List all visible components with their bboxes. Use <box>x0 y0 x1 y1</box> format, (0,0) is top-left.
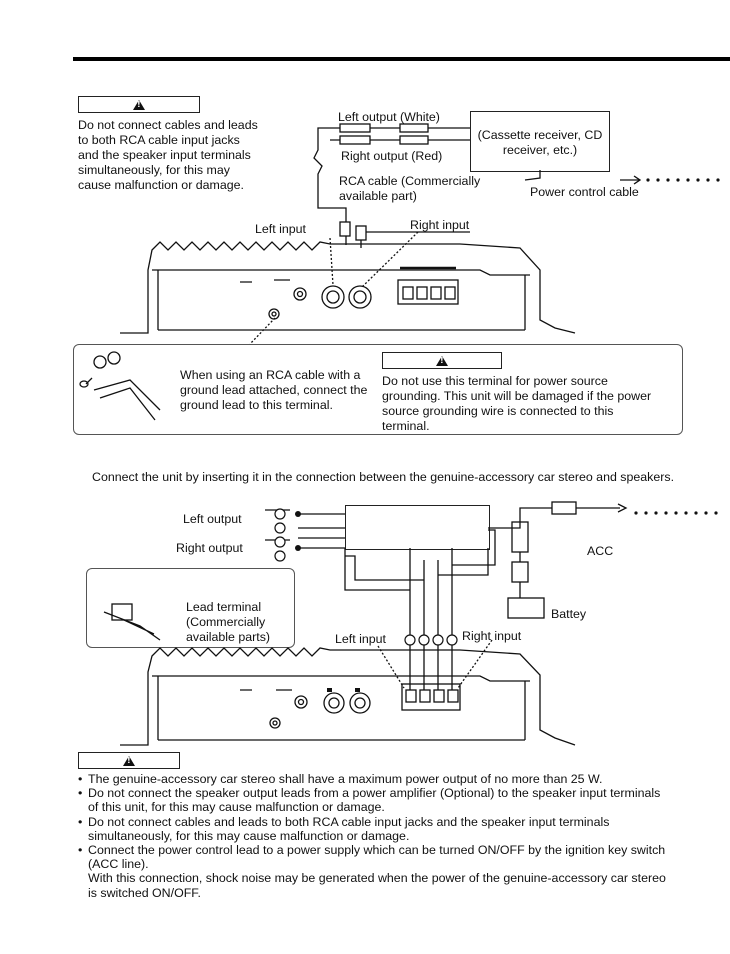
source-unit-text: (Cassette receiver, CD receiver, etc.) <box>477 128 603 157</box>
right-input-label-top: Right input <box>410 218 470 232</box>
left-input-label-bottom: Left input <box>335 632 386 646</box>
lead-terminal-callout <box>86 568 295 648</box>
caution-label-bottom <box>78 752 180 769</box>
arrow-icon <box>620 175 642 185</box>
amplifier-unit-top <box>120 241 576 334</box>
caution-text-top: Do not connect cables and leads to both … <box>78 118 258 192</box>
lead-terminal-label: Lead terminal (Commercially available pa… <box>186 600 271 644</box>
ground-note: When using an RCA cable with a ground le… <box>180 368 368 412</box>
dotted-trail-bottom <box>634 511 718 515</box>
note-item: Do not connect the speaker output leads … <box>76 786 666 814</box>
left-input-label-top: Left input <box>255 222 306 236</box>
speaker-terminal-markers <box>274 508 458 646</box>
header-rule <box>73 57 730 61</box>
acc-label: ACC <box>587 544 614 558</box>
rca-cable <box>313 123 470 248</box>
left-output-label: Left output (White) <box>338 110 440 124</box>
power-control-label: Power control cable <box>530 185 639 199</box>
notes-list: The genuine-accessory car stereo shall h… <box>76 772 666 900</box>
right-input-label-bottom: Right input <box>462 629 522 643</box>
source-unit-box: (Cassette receiver, CD receiver, etc.) <box>470 111 610 172</box>
right-output-label-bottom: Right output <box>176 541 243 555</box>
caution-label-ground <box>382 352 502 369</box>
note-item: Connect the power control lead to a powe… <box>76 843 666 900</box>
power-supply <box>488 501 628 619</box>
bottom-intro: Connect the unit by inserting it in the … <box>92 470 675 484</box>
ground-lead-illustration <box>79 351 161 421</box>
arrow-icon <box>617 503 628 513</box>
left-output-label-bottom: Left output <box>183 512 242 526</box>
battery-label: Battey <box>551 607 587 621</box>
note-item: The genuine-accessory car stereo shall h… <box>76 772 666 786</box>
speaker-wiring <box>265 509 496 690</box>
warning-icon <box>133 99 145 110</box>
right-output-label: Right output (Red) <box>341 149 443 163</box>
dotted-trail-top <box>646 178 720 182</box>
power-control-lead <box>524 170 541 181</box>
ground-caution-text: Do not use this terminal for power sourc… <box>382 374 652 433</box>
lead-terminal-illustration <box>103 603 161 641</box>
caution-label-top <box>78 96 200 113</box>
amplifier-unit-bottom <box>120 647 576 746</box>
warning-icon <box>436 355 448 366</box>
warning-icon <box>123 755 135 766</box>
ground-callout <box>73 344 683 435</box>
rca-cable-label: RCA cable (Commercially available part) <box>339 174 481 203</box>
note-item: Do not connect cables and leads to both … <box>76 815 666 843</box>
